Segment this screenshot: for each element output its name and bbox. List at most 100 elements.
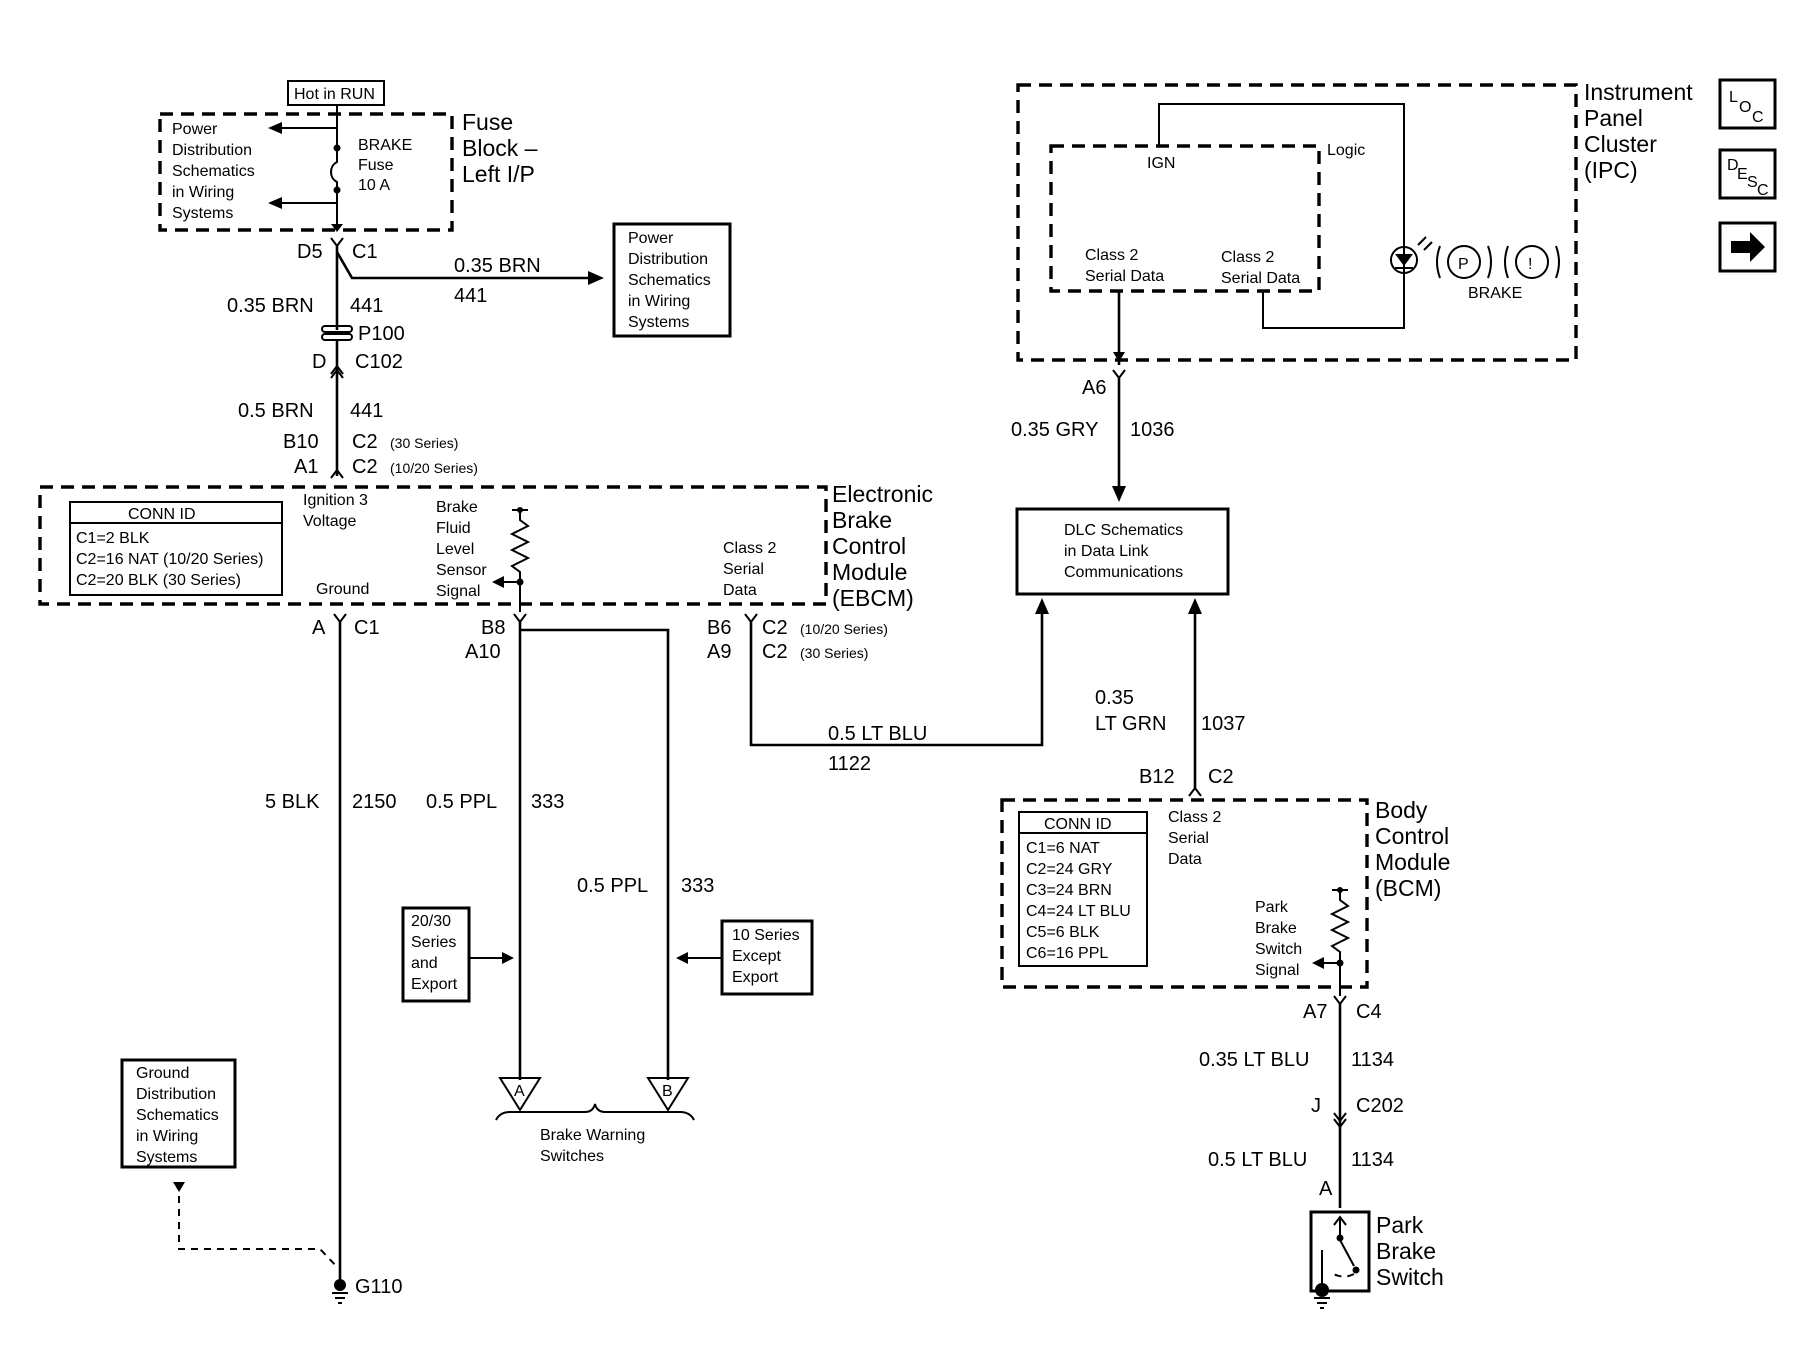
brake-warning-switches-label: Brake Warning Switches bbox=[540, 1127, 650, 1165]
desc-glyph-d: D bbox=[1727, 157, 1739, 174]
arrow-left-icon bbox=[268, 197, 282, 209]
arrow-right-icon[interactable] bbox=[1731, 232, 1765, 262]
pin-a10: A10 bbox=[465, 641, 501, 663]
bcm-serial-data-label: Class 2 Serial Data bbox=[1168, 809, 1226, 868]
led-icon bbox=[1395, 254, 1413, 266]
arrow-down-icon bbox=[1113, 352, 1125, 362]
pin-d: D bbox=[312, 351, 326, 373]
splice-p100: P100 bbox=[358, 323, 405, 345]
series-note: (30 Series) bbox=[390, 435, 458, 451]
wire-color: 0.5 PPL bbox=[426, 791, 497, 813]
pin-d5: D5 bbox=[297, 241, 323, 263]
connector-c202: C202 bbox=[1356, 1095, 1404, 1117]
circuit-2150: 5 BLK 2150 G110 bbox=[173, 622, 402, 1304]
hot-in-run-label: Hot in RUN bbox=[294, 86, 375, 103]
circuit-number: 333 bbox=[531, 791, 564, 813]
loc-glyph-c: C bbox=[1752, 109, 1764, 126]
splice-p100-symbol bbox=[321, 333, 353, 341]
connector-symbol bbox=[1333, 1112, 1347, 1123]
next-button[interactable] bbox=[1718, 221, 1777, 273]
circuit-number: 441 bbox=[350, 400, 383, 422]
dlc-ref[interactable]: DLC Schematics in Data Link Communicatio… bbox=[1015, 507, 1230, 596]
series-20-30-ref[interactable]: 20/30 Series and Export bbox=[401, 906, 471, 1003]
series-10-ref-box[interactable] bbox=[720, 919, 814, 996]
ipc-serial-data-2: Class 2 Serial Data bbox=[1221, 249, 1300, 287]
switch-travel bbox=[1329, 1271, 1355, 1278]
connector-symbol bbox=[330, 468, 344, 479]
circuit-number: 441 bbox=[350, 295, 383, 317]
connector-c102: C102 bbox=[355, 351, 403, 373]
brake-fluid-sensor-label: Brake Fluid Level Sensor Signal bbox=[436, 499, 491, 600]
pin-a6: A6 bbox=[1082, 377, 1106, 399]
connector-symbol bbox=[513, 613, 527, 624]
pin-a: A bbox=[1319, 1178, 1333, 1200]
description-button[interactable]: D E S C bbox=[1718, 148, 1777, 200]
power-distribution-ref-box[interactable] bbox=[612, 222, 732, 338]
arrow-left-icon bbox=[1312, 957, 1324, 969]
arrow-left-icon bbox=[268, 122, 282, 134]
park-brake-switch: Park Brake Switch bbox=[1309, 1210, 1444, 1309]
switch-blade-icon bbox=[1339, 1239, 1355, 1267]
wire-color: 0.35 BRN bbox=[227, 295, 314, 317]
circuit-1122: 0.5 LT BLU 1122 bbox=[749, 598, 1049, 775]
wire-color: 0.35 LT GRN bbox=[1095, 687, 1167, 735]
connector-symbol bbox=[1333, 995, 1347, 1006]
location-button[interactable]: L O C bbox=[1718, 78, 1777, 130]
ground-distribution-ref-box[interactable] bbox=[120, 1058, 237, 1169]
wire-color: 0.5 PPL bbox=[577, 875, 648, 897]
connector-c2: C2 bbox=[352, 456, 378, 478]
arrow-left-icon bbox=[676, 952, 688, 964]
circuit-1036: 0.35 GRY 1036 bbox=[1011, 378, 1175, 502]
ebcm: Electronic Brake Control Module (EBCM) C… bbox=[38, 481, 933, 663]
parking-brake-icon bbox=[1436, 245, 1492, 279]
brake-fuse-symbol bbox=[330, 106, 338, 226]
bcm: Body Control Module (BCM) CONN ID C1=6 N… bbox=[1000, 797, 1450, 1023]
circuit-number: 1134 bbox=[1351, 1049, 1394, 1071]
description-button-box[interactable] bbox=[1718, 148, 1777, 200]
hot-in-run-box bbox=[287, 80, 385, 106]
ignition-voltage-label: Ignition 3 Voltage bbox=[303, 492, 372, 530]
connector-symbol bbox=[330, 368, 344, 379]
desc-glyph-s: S bbox=[1747, 174, 1758, 191]
wire-1122 bbox=[749, 610, 1044, 747]
ign-label: IGN bbox=[1147, 155, 1175, 172]
switch-contact bbox=[1352, 1266, 1360, 1274]
pin-b12: B12 bbox=[1139, 766, 1175, 788]
resistor-icon bbox=[509, 510, 531, 612]
ground-dot bbox=[1315, 1283, 1329, 1297]
park-brake-switch-signal-label: Park Brake Switch Signal bbox=[1255, 899, 1307, 979]
connector-a-icon bbox=[498, 1077, 542, 1112]
ebcm-serial-data-label: Class 2 Serial Data bbox=[723, 540, 781, 599]
wire-color: 0.5 LT BLU bbox=[1208, 1149, 1307, 1171]
ground-label: Ground bbox=[316, 581, 369, 598]
pin-a7: A7 bbox=[1303, 1001, 1327, 1023]
power-distribution-ref[interactable]: Power Distribution Schematics in Wiring … bbox=[612, 222, 732, 338]
pin-b10: B10 bbox=[283, 431, 319, 453]
fuse-block-ref-text: Power Distribution Schematics in Wiring … bbox=[172, 121, 259, 222]
ground-dot bbox=[334, 1279, 346, 1291]
pin-a1: A1 bbox=[294, 456, 318, 478]
dlc-ref-box[interactable] bbox=[1015, 507, 1230, 596]
series-10-ref[interactable]: 10 Series Except Export bbox=[720, 919, 814, 996]
arrow-left-icon bbox=[492, 576, 504, 588]
location-button-box[interactable] bbox=[1718, 78, 1777, 130]
wire-color: 5 BLK bbox=[265, 791, 320, 813]
connector-symbol bbox=[744, 613, 758, 624]
connector-c2: C2 bbox=[762, 641, 788, 663]
switches-brace bbox=[495, 1103, 695, 1121]
connector-c2: C2 bbox=[762, 617, 788, 639]
fuse-block: Hot in RUN Fuse Block – Left I/P Power D… bbox=[158, 80, 538, 232]
switch-contact bbox=[1336, 1234, 1344, 1242]
series-20-30-ref-text: 20/30 Series and Export bbox=[411, 913, 461, 993]
ground-distribution-ref[interactable]: Ground Distribution Schematics in Wiring… bbox=[120, 1058, 237, 1169]
splice-dot bbox=[333, 144, 341, 152]
loc-glyph-o: O bbox=[1739, 99, 1751, 116]
series-20-30-ref-box[interactable] bbox=[401, 906, 471, 1003]
park-brake-switch-label: Park Brake Switch bbox=[1376, 1212, 1444, 1290]
connector-symbol bbox=[1333, 1118, 1347, 1129]
circuit-number: 1036 bbox=[1130, 419, 1175, 441]
conn-id-title: CONN ID bbox=[128, 506, 196, 523]
dlc-ref-text: DLC Schematics in Data Link Communicatio… bbox=[1064, 522, 1188, 581]
connector-b-icon bbox=[646, 1077, 690, 1112]
